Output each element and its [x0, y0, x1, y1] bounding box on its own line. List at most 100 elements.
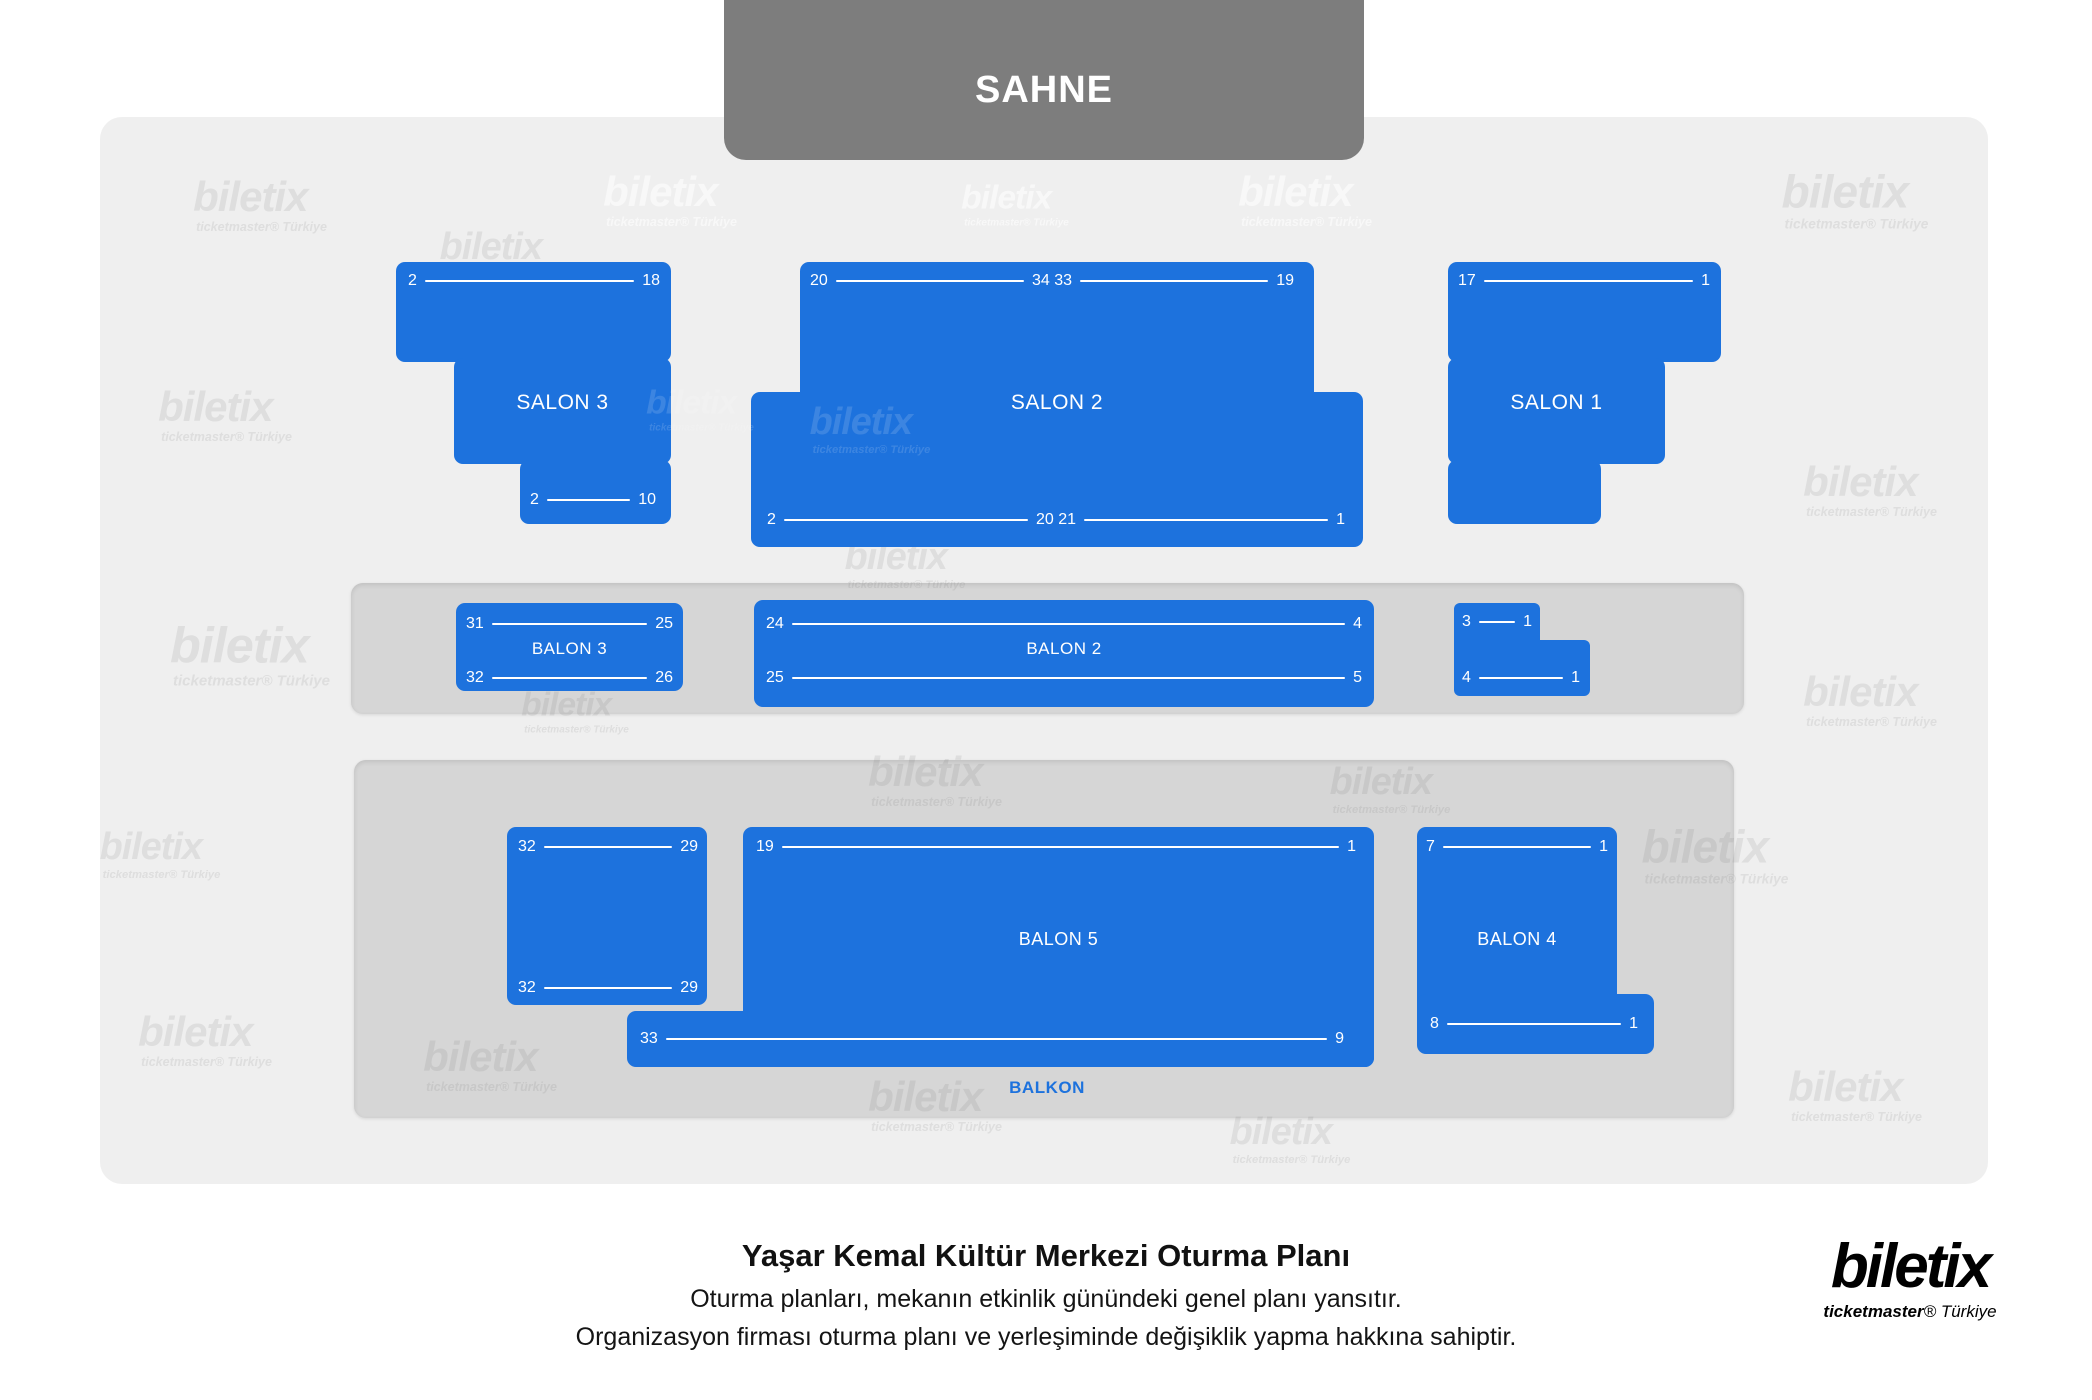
watermark-sub-text: ticketmaster® Türkiye	[102, 868, 221, 881]
seat-row: 33 9	[640, 1029, 1344, 1049]
seat-number-start: 31	[466, 615, 484, 632]
row-line	[1483, 280, 1694, 282]
watermark-brand-text: biletix	[1329, 761, 1433, 804]
seat-number-end: 19	[1276, 272, 1295, 289]
seat-number-start: 20	[810, 272, 828, 289]
watermark-brand-text: biletix	[423, 1033, 538, 1080]
watermark-brand-text: biletix	[868, 748, 983, 795]
row-line	[546, 499, 631, 501]
biletix-tagline: ticketmaster® Türkiye	[1790, 1302, 2030, 1322]
section-balon2[interactable]	[754, 600, 1374, 707]
row-line	[791, 677, 1346, 679]
section-label-balon2: BALON 2	[1026, 639, 1102, 658]
watermark-brand-text: biletix	[1803, 458, 1918, 505]
seat-number-end: 1	[1571, 669, 1580, 686]
watermark-brand-text: biletix	[1229, 1111, 1333, 1154]
watermark-sub-text: ticketmaster® Türkiye	[1806, 715, 1937, 729]
stage-label: SAHNE	[974, 68, 1114, 111]
seat-number-start: 17	[1458, 272, 1476, 289]
watermark-sub-text: ticketmaster® Türkiye	[871, 795, 1002, 809]
section-salon2[interactable]	[751, 392, 1363, 547]
seat-number-start: 33	[640, 1030, 658, 1047]
row-line	[1446, 1023, 1622, 1025]
seat-row: 2 18	[408, 271, 660, 291]
seat-number-end: 25	[655, 615, 673, 632]
section-salon3[interactable]	[520, 460, 671, 524]
watermark-sub-text: ticketmaster® Türkiye	[173, 672, 330, 690]
watermark-sub-text: ticketmaster® Türkiye	[161, 430, 292, 444]
seat-number-end: 1	[1523, 613, 1532, 630]
biletix-logo-text: biletix	[1830, 1232, 1992, 1301]
seat-number-end: 1	[1336, 511, 1346, 528]
watermark-brand-text: biletix	[99, 826, 203, 869]
plan-note-2: Organizasyon firması oturma planı ve yer…	[575, 1323, 1517, 1351]
seat-number-end: 26	[655, 669, 673, 686]
plan-note-1: Oturma planları, mekanın etkinlik gününd…	[690, 1285, 1402, 1313]
seat-number-mid: 20 21	[1035, 511, 1077, 528]
watermark-brand-text: biletix	[158, 383, 273, 430]
seat-row: 3 1	[1462, 612, 1532, 632]
seat-number-start: 8	[1430, 1015, 1439, 1032]
watermark-sub-text: ticketmaster® Türkiye	[1791, 1110, 1922, 1124]
section-salon3[interactable]	[396, 262, 671, 362]
row-line	[543, 846, 673, 848]
row-line	[1442, 846, 1592, 848]
seat-number-end: 9	[1335, 1030, 1344, 1047]
section-balon3[interactable]	[456, 603, 683, 691]
seat-number-end: 5	[1353, 669, 1362, 686]
seat-number-start: 32	[466, 669, 484, 686]
seat-number-end: 1	[1629, 1015, 1638, 1032]
row-line	[665, 1038, 1328, 1040]
watermark-sub-text: ticketmaster® Türkiye	[1784, 216, 1929, 232]
watermark-sub-text: ticketmaster® Türkiye	[141, 1055, 272, 1069]
watermark-sub-text: ticketmaster® Türkiye	[524, 724, 629, 736]
seat-row: 32 26	[466, 668, 673, 688]
section-balon4[interactable]	[1417, 827, 1617, 1014]
watermark-sub-text: ticketmaster® Türkiye	[1644, 871, 1789, 887]
section-label-salon2: SALON 2	[1010, 391, 1104, 414]
seat-number-end: 1	[1701, 272, 1710, 289]
section-balon1[interactable]	[1454, 640, 1590, 696]
watermark-sub-text: ticketmaster® Türkiye	[847, 578, 966, 591]
seat-row: 19 1	[756, 837, 1356, 857]
seat-number-end: 10	[638, 491, 656, 508]
seat-number-start: 2	[408, 272, 417, 289]
watermark-sub-text: ticketmaster® Türkiye	[871, 1120, 1002, 1134]
seat-number-end: 29	[680, 979, 698, 996]
seat-number-start: 32	[518, 979, 536, 996]
seat-number-start: 2	[530, 491, 539, 508]
row-line	[543, 987, 673, 989]
watermark-brand-text: biletix	[521, 686, 612, 724]
seat-row: 32 29	[518, 978, 698, 998]
seat-row: 17 1	[1458, 271, 1710, 291]
watermark-brand-text: biletix	[170, 616, 310, 674]
section-salon1[interactable]	[1448, 358, 1665, 464]
seat-row: 2 10	[530, 490, 656, 510]
seat-number-start: 19	[756, 838, 774, 855]
seat-row: 2 20 21 1	[767, 510, 1345, 530]
row-line	[783, 519, 1028, 521]
watermark-sub-text: ticketmaster® Türkiye	[196, 220, 327, 234]
section-salon1[interactable]	[1448, 460, 1601, 524]
seat-row: 4 1	[1462, 668, 1580, 688]
row-line	[1478, 621, 1516, 623]
seat-number-start: 24	[766, 615, 784, 632]
watermark-brand-text: biletix	[193, 173, 308, 220]
watermark-brand-text: biletix	[1781, 165, 1909, 218]
tagline-rest: ® Türkiye	[1923, 1302, 1997, 1321]
section-salon3[interactable]	[454, 358, 671, 464]
section-salon1[interactable]	[1448, 262, 1721, 362]
stage: SAHNE	[724, 0, 1364, 160]
section-balon5-left[interactable]	[507, 827, 707, 1005]
biletix-logo: biletix ticketmaster® Türkiye	[1790, 1236, 2030, 1322]
